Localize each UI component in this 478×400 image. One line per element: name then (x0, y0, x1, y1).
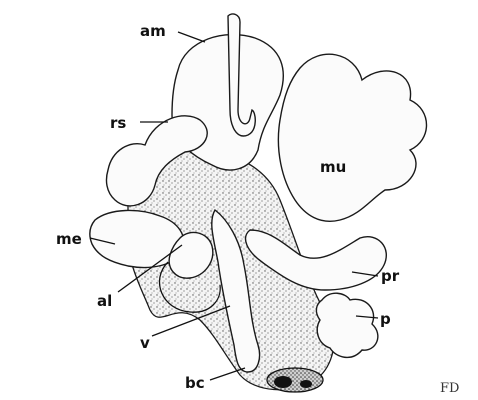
mucus-gland (278, 54, 426, 221)
label-v: v (140, 334, 150, 352)
label-al: al (97, 292, 112, 310)
label-me: me (56, 230, 82, 248)
bursa-dark-spot (274, 376, 292, 388)
label-am: am (140, 22, 166, 40)
label-bc: bc (185, 374, 205, 392)
label-mu: mu (320, 158, 346, 176)
bursa-dark-spot-2 (300, 380, 312, 388)
artist-signature: FD (440, 381, 459, 396)
label-pr: pr (381, 267, 400, 285)
label-rs: rs (110, 114, 126, 132)
leader-am (178, 32, 205, 42)
label-p: p (380, 310, 391, 328)
